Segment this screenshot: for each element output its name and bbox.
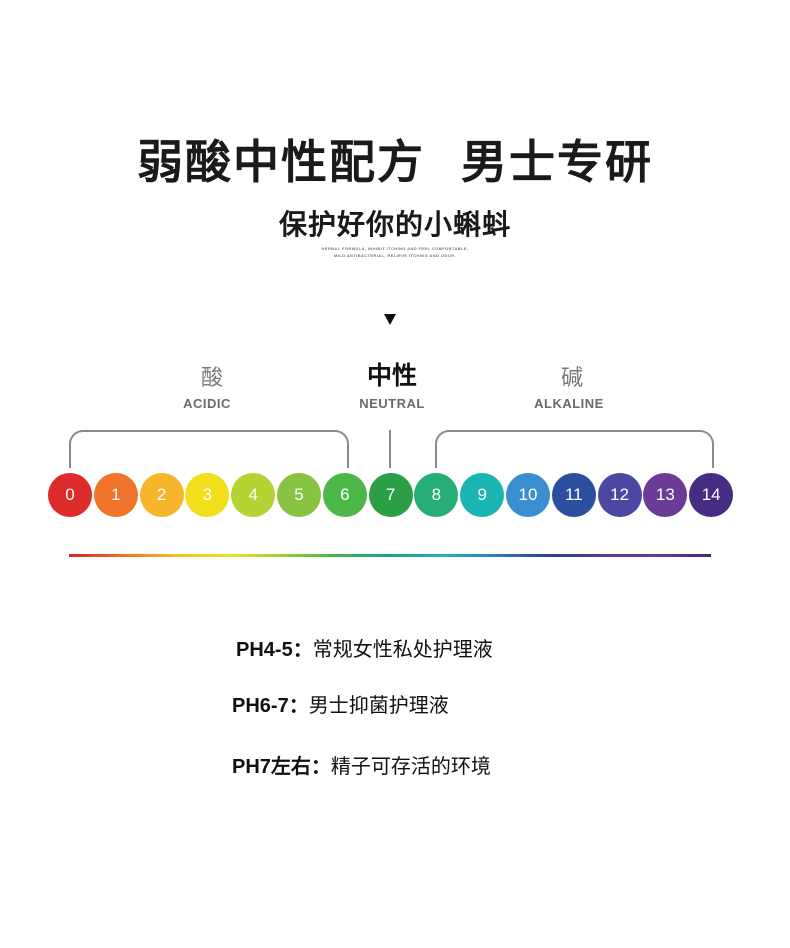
acidic-label-en: ACIDIC bbox=[183, 396, 231, 411]
ph-note-label: PH7左右： bbox=[232, 756, 331, 778]
ph-level-8: 8 bbox=[414, 473, 459, 517]
ph-note-text: 精子可存活的环境 bbox=[330, 754, 491, 778]
subheadline: 保护好你的小蝌蚪 bbox=[278, 208, 511, 241]
ph-note-label: PH4-5： bbox=[236, 639, 313, 661]
ph-note-label: PH6-7： bbox=[232, 695, 309, 717]
neutral-label-cn: 中性 bbox=[366, 361, 417, 390]
acidic-label-cn: 酸 bbox=[200, 366, 223, 391]
spectrum-bar bbox=[69, 554, 711, 557]
alkaline-bracket bbox=[435, 430, 714, 468]
ph-level-3: 3 bbox=[185, 473, 230, 517]
ph-level-12: 12 bbox=[597, 473, 642, 517]
ph-note-3: PH7左右：精子可存活的环境 bbox=[232, 750, 491, 779]
ph-note-text: 常规女性私处护理液 bbox=[312, 637, 493, 661]
ph-level-0: 0 bbox=[48, 473, 92, 517]
headline: 弱酸中性配方 男士专研 bbox=[136, 135, 654, 189]
ph-level-9: 9 bbox=[460, 473, 505, 517]
alkaline-label-en: ALKALINE bbox=[534, 396, 604, 411]
ph-level-5: 5 bbox=[277, 473, 321, 517]
ph-level-1: 1 bbox=[93, 473, 138, 517]
alkaline-label-cn: 碱 bbox=[560, 366, 583, 391]
ph-note-1: PH4-5：常规女性私处护理液 bbox=[236, 633, 493, 662]
fine-print-line-2: MILD ANTIBACTERIAL, RELIEVE ITCHING AND … bbox=[334, 253, 456, 258]
ph-level-13: 13 bbox=[643, 473, 688, 517]
neutral-label-en: NEUTRAL bbox=[359, 396, 425, 411]
ph-level-11: 11 bbox=[551, 473, 596, 517]
fine-print-line-1: HERBAL FORMULA, INHIBIT ITCHING AND FEEL… bbox=[321, 246, 469, 251]
acidic-bracket bbox=[69, 430, 349, 468]
ph-note-2: PH6-7：男士抑菌护理液 bbox=[232, 689, 449, 718]
ph-level-6: 6 bbox=[322, 473, 367, 517]
neutral-tick bbox=[389, 430, 391, 468]
ph-note-text: 男士抑菌护理液 bbox=[308, 693, 449, 717]
ph-level-4: 4 bbox=[231, 473, 276, 517]
pointer-down-icon bbox=[384, 314, 396, 325]
ph-level-2: 2 bbox=[139, 473, 184, 517]
ph-level-14: 14 bbox=[689, 473, 734, 517]
ph-level-7: 7 bbox=[368, 473, 413, 517]
ph-level-10: 10 bbox=[506, 473, 550, 517]
